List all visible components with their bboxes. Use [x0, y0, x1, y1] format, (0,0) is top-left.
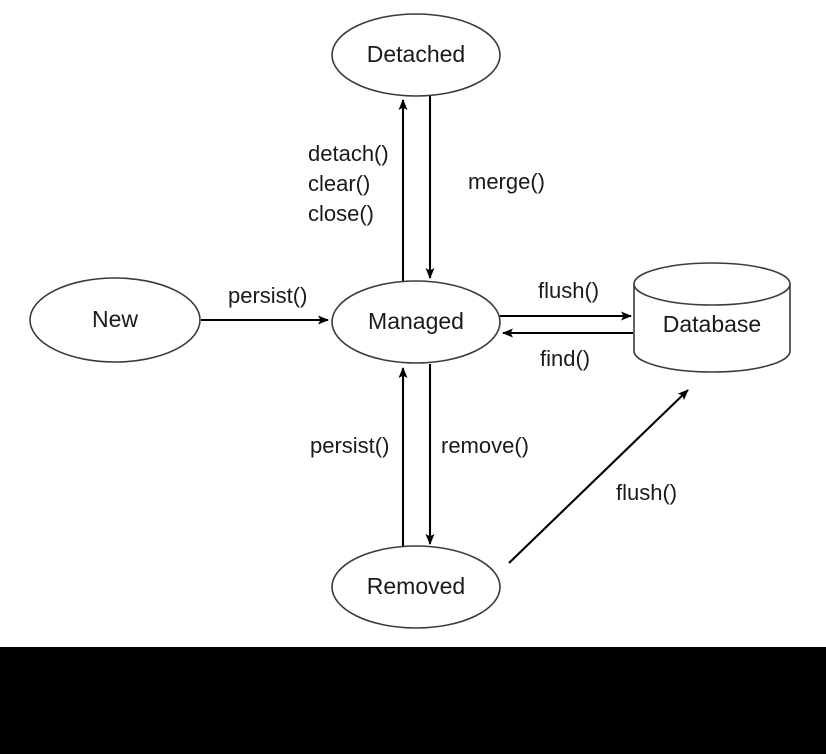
database-cylinder-body	[633, 284, 791, 373]
node-detached[interactable]: Detached	[331, 13, 501, 97]
edge-label-persist-removed: persist()	[310, 433, 389, 458]
edge-label-line-close: close()	[308, 201, 374, 226]
edge-label-persist-new: persist()	[228, 283, 307, 308]
node-removed-ellipse	[331, 545, 501, 629]
edge-find-database-managed: find()	[502, 328, 633, 371]
node-removed[interactable]: Removed	[331, 545, 501, 629]
database-cylinder-top	[633, 262, 791, 306]
edge-flush-removed-database: flush()	[508, 389, 689, 564]
edge-label-merge: merge()	[468, 169, 545, 194]
node-managed[interactable]: Managed	[331, 280, 501, 364]
node-detached-ellipse	[331, 13, 501, 97]
edge-label-find-database-managed: find()	[540, 346, 590, 371]
node-removed-label: Removed	[367, 573, 465, 599]
edge-persist-new: persist()	[201, 283, 329, 325]
edge-line-flush-removed-database	[508, 389, 689, 564]
node-database[interactable]: Database	[633, 262, 791, 373]
edge-label-flush-removed-database: flush()	[616, 480, 677, 505]
edge-label-remove: remove()	[441, 433, 529, 458]
edge-label-detach-clear-close: detach() clear() close()	[308, 141, 395, 226]
node-detached-label: Detached	[367, 41, 465, 67]
edge-label-line-clear: clear()	[308, 171, 370, 196]
footer-black-bar	[0, 647, 826, 754]
node-new[interactable]: New	[29, 277, 201, 363]
node-managed-label: Managed	[368, 308, 464, 334]
edge-label-line-detach: detach()	[308, 141, 389, 166]
node-managed-ellipse	[331, 280, 501, 364]
edge-detach-clear-close: detach() clear() close()	[308, 99, 408, 281]
edge-label-flush-managed-database: flush()	[538, 278, 599, 303]
edge-remove: remove()	[425, 364, 529, 545]
node-new-label: New	[92, 306, 138, 332]
node-new-ellipse	[29, 277, 201, 363]
edge-merge: merge()	[425, 96, 545, 279]
edge-persist-removed: persist()	[310, 367, 408, 547]
edge-flush-managed-database: flush()	[500, 278, 632, 321]
node-database-label: Database	[663, 311, 761, 337]
